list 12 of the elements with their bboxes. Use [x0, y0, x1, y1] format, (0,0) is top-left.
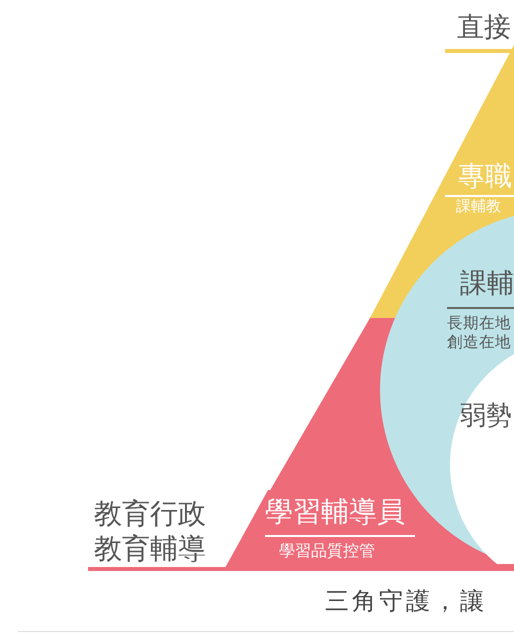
triangle-band [225, 490, 415, 568]
node-subtitle: 學習品質控管 [279, 542, 375, 560]
node-heading: 學習輔導員 [265, 496, 405, 528]
caption: 三角守護，讓 [325, 588, 487, 616]
node-heading: 課輔 [460, 268, 514, 300]
triangle-band [424, 45, 514, 216]
heading: 直接 [457, 12, 511, 44]
side-label: 教育行政教育輔導 [94, 496, 207, 566]
node-heading: 弱勢 [460, 402, 512, 432]
node-subtitle: 課輔教 [456, 198, 501, 216]
node-heading: 專職 [458, 161, 512, 192]
node-subtitle: 長期在地創造在地 [447, 314, 511, 352]
